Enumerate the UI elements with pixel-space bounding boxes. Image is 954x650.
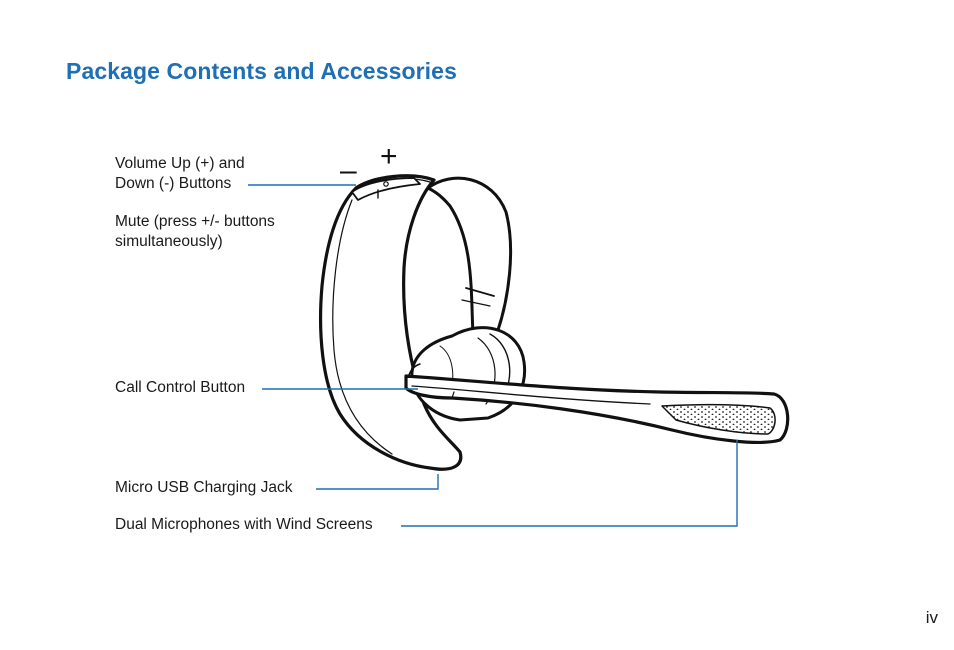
minus-symbol: –: [340, 154, 357, 187]
volume-buttons-label-line1: Volume Up (+) and: [115, 155, 245, 172]
volume-buttons-label: Volume Up (+) and Down (-) Buttons: [115, 154, 245, 194]
speaker-housing: [410, 326, 527, 422]
volume-buttons-label-line2: Down (-) Buttons: [115, 175, 232, 192]
plus-symbol: +: [380, 140, 398, 173]
page-number: iv: [925, 608, 938, 627]
page-title: Package Contents and Accessories: [66, 58, 457, 84]
mute-label-line2: simultaneously): [115, 233, 223, 250]
call-control-label: Call Control Button: [115, 379, 246, 396]
ear-hook: [426, 176, 513, 356]
mute-label-line1: Mute (press +/- buttons: [115, 213, 275, 230]
mute-label: Mute (press +/- buttons simultaneously): [115, 212, 275, 252]
wind-screen-mesh: [661, 403, 776, 435]
microphones-label: Dual Microphones with Wind Screens: [115, 516, 373, 533]
usb-jack-label: Micro USB Charging Jack: [115, 479, 293, 496]
volume-rocker: [351, 177, 421, 201]
microphone-boom: [404, 374, 790, 444]
usb-leader-line: [316, 474, 439, 490]
headset-body: [318, 174, 463, 471]
microphones-leader-line: [401, 440, 738, 527]
